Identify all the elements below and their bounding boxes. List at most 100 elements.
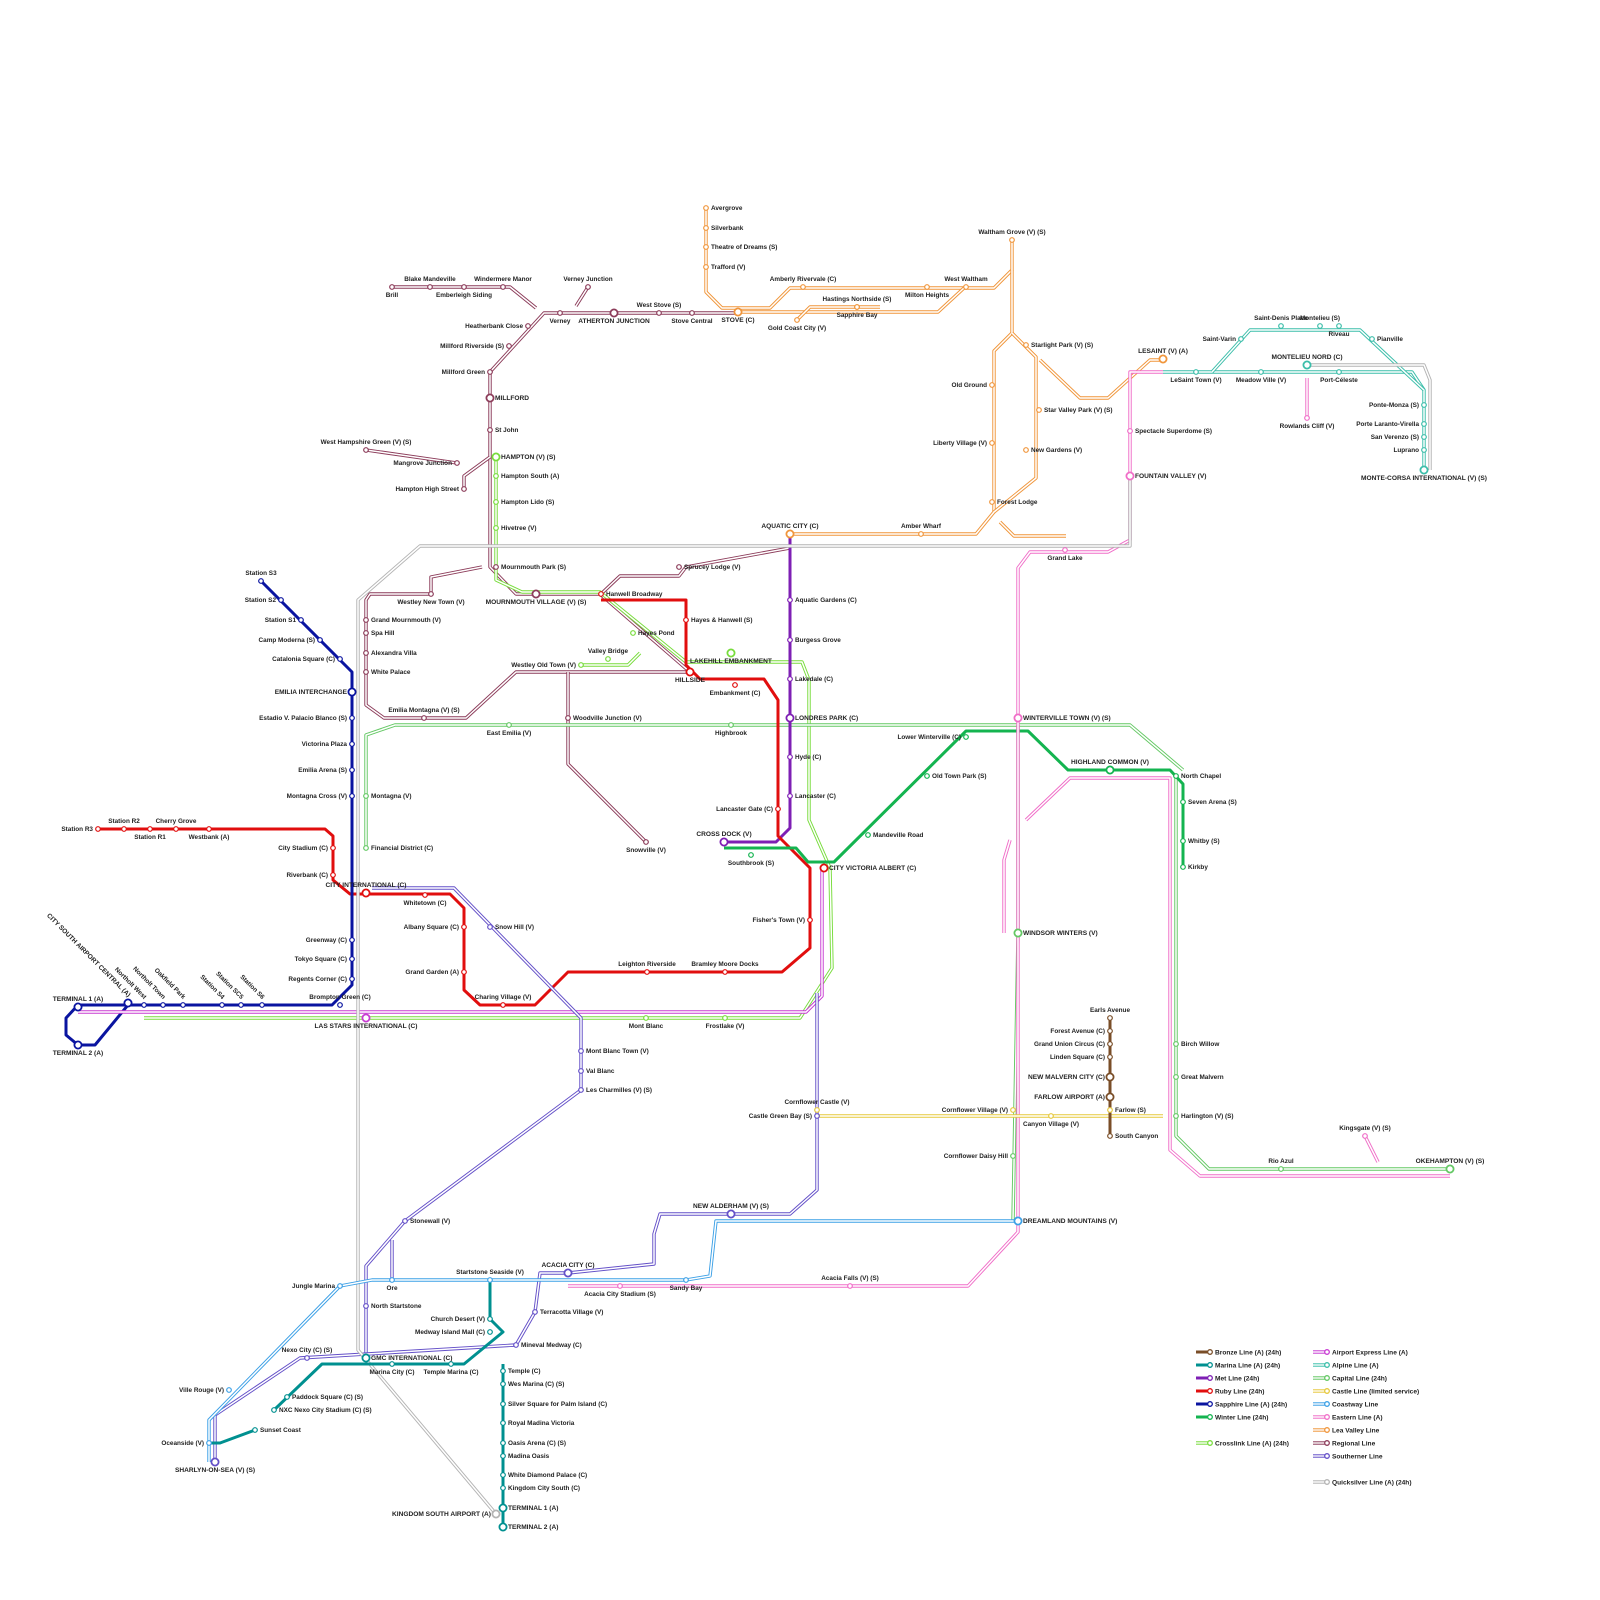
station-marker[interactable]	[565, 715, 571, 721]
station-marker[interactable]	[1180, 864, 1186, 870]
station-marker[interactable]	[532, 1309, 538, 1315]
station-marker[interactable]	[349, 741, 355, 747]
station-marker[interactable]	[1013, 1216, 1023, 1226]
station-marker[interactable]	[487, 1316, 493, 1322]
station-marker[interactable]	[461, 284, 467, 290]
station-marker[interactable]	[787, 754, 793, 760]
station-marker[interactable]	[1107, 1107, 1113, 1113]
station-marker[interactable]	[498, 1503, 508, 1513]
station-marker[interactable]	[500, 1368, 506, 1374]
station-marker[interactable]	[924, 773, 930, 779]
station-marker[interactable]	[402, 1218, 408, 1224]
station-marker[interactable]	[1180, 799, 1186, 805]
station-marker[interactable]	[605, 656, 611, 662]
station-marker[interactable]	[785, 529, 795, 539]
station-marker[interactable]	[1105, 1072, 1115, 1082]
station-marker[interactable]	[963, 734, 969, 740]
station-marker[interactable]	[173, 826, 179, 832]
station-marker[interactable]	[1048, 1113, 1054, 1119]
station-marker[interactable]	[578, 1087, 584, 1093]
station-marker[interactable]	[349, 767, 355, 773]
station-marker[interactable]	[363, 845, 369, 851]
station-marker[interactable]	[361, 1013, 371, 1023]
station-marker[interactable]	[703, 264, 709, 270]
station-marker[interactable]	[685, 667, 695, 677]
station-marker[interactable]	[722, 969, 728, 975]
station-marker[interactable]	[349, 956, 355, 962]
station-marker[interactable]	[487, 427, 493, 433]
station-marker[interactable]	[733, 307, 743, 317]
station-marker[interactable]	[500, 284, 506, 290]
station-marker[interactable]	[1173, 773, 1179, 779]
station-marker[interactable]	[389, 284, 395, 290]
station-marker[interactable]	[363, 630, 369, 636]
station-marker[interactable]	[500, 1420, 506, 1426]
station-marker[interactable]	[141, 1002, 147, 1008]
station-marker[interactable]	[363, 650, 369, 656]
station-marker[interactable]	[461, 924, 467, 930]
station-marker[interactable]	[337, 1002, 343, 1008]
station-marker[interactable]	[73, 1040, 83, 1050]
station-marker[interactable]	[349, 715, 355, 721]
station-marker[interactable]	[123, 998, 133, 1008]
station-marker[interactable]	[1419, 465, 1429, 475]
station-marker[interactable]	[918, 531, 924, 537]
station-marker[interactable]	[1023, 447, 1029, 453]
station-marker[interactable]	[252, 1427, 258, 1433]
station-marker[interactable]	[493, 473, 499, 479]
station-marker[interactable]	[491, 452, 501, 462]
station-marker[interactable]	[347, 687, 357, 697]
station-marker[interactable]	[819, 863, 829, 873]
station-marker[interactable]	[491, 1509, 501, 1519]
station-marker[interactable]	[349, 793, 355, 799]
station-marker[interactable]	[609, 308, 619, 318]
station-marker[interactable]	[1105, 1092, 1115, 1102]
station-marker[interactable]	[794, 317, 800, 323]
station-marker[interactable]	[689, 310, 695, 316]
station-marker[interactable]	[500, 1401, 506, 1407]
station-marker[interactable]	[506, 722, 512, 728]
station-marker[interactable]	[389, 1361, 395, 1367]
station-marker[interactable]	[1023, 342, 1029, 348]
station-marker[interactable]	[578, 662, 584, 668]
station-marker[interactable]	[775, 806, 781, 812]
station-marker[interactable]	[1258, 369, 1264, 375]
station-marker[interactable]	[1107, 1054, 1113, 1060]
station-marker[interactable]	[989, 382, 995, 388]
station-marker[interactable]	[337, 1283, 343, 1289]
station-marker[interactable]	[1107, 1041, 1113, 1047]
station-marker[interactable]	[498, 1522, 508, 1532]
station-marker[interactable]	[726, 648, 736, 658]
station-marker[interactable]	[428, 591, 434, 597]
station-marker[interactable]	[617, 1283, 623, 1289]
station-marker[interactable]	[271, 1407, 277, 1413]
station-marker[interactable]	[500, 1472, 506, 1478]
station-marker[interactable]	[349, 937, 355, 943]
station-marker[interactable]	[585, 284, 591, 290]
station-marker[interactable]	[226, 1387, 232, 1393]
station-marker[interactable]	[238, 1002, 244, 1008]
station-marker[interactable]	[787, 676, 793, 682]
station-marker[interactable]	[1173, 1074, 1179, 1080]
station-marker[interactable]	[206, 826, 212, 832]
station-marker[interactable]	[1062, 547, 1068, 553]
station-marker[interactable]	[421, 715, 427, 721]
station-marker[interactable]	[1193, 369, 1199, 375]
station-marker[interactable]	[487, 924, 493, 930]
station-marker[interactable]	[1180, 838, 1186, 844]
station-marker[interactable]	[1278, 323, 1284, 329]
station-marker[interactable]	[1317, 323, 1323, 329]
station-marker[interactable]	[389, 1277, 395, 1283]
station-marker[interactable]	[363, 617, 369, 623]
station-marker[interactable]	[656, 310, 662, 316]
station-marker[interactable]	[787, 597, 793, 603]
station-marker[interactable]	[578, 1068, 584, 1074]
station-marker[interactable]	[807, 917, 813, 923]
station-marker[interactable]	[284, 1394, 290, 1400]
station-marker[interactable]	[500, 1002, 506, 1008]
station-marker[interactable]	[703, 225, 709, 231]
station-marker[interactable]	[337, 656, 343, 662]
station-marker[interactable]	[361, 888, 371, 898]
station-marker[interactable]	[1009, 237, 1015, 243]
station-marker[interactable]	[854, 304, 860, 310]
